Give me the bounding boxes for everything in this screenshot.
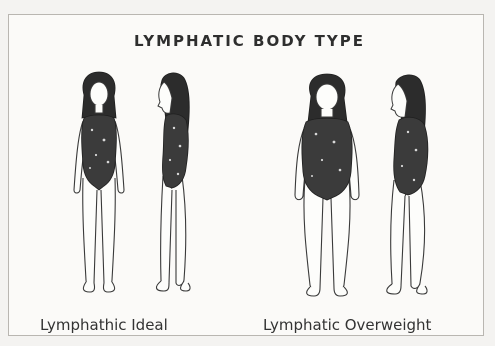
figure-ideal-side bbox=[156, 73, 190, 291]
caption-lymphatic-ideal: Lymphathic Ideal bbox=[40, 316, 168, 334]
figure-overweight-front bbox=[295, 74, 359, 296]
figure-overweight-side bbox=[387, 75, 428, 294]
figure-ideal-front bbox=[74, 72, 124, 292]
caption-lymphatic-overweight: Lymphatic Overweight bbox=[263, 316, 431, 334]
